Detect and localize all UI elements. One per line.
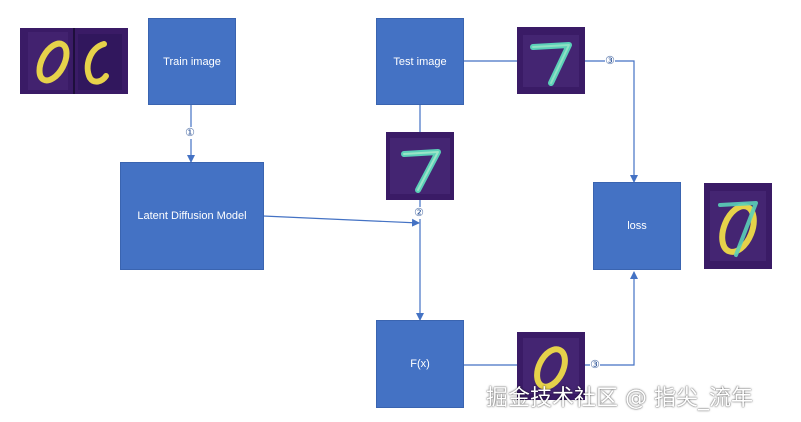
digit-0-overlaid-7-icon (704, 183, 772, 269)
fx-output-image (517, 332, 585, 400)
fx-box: F(x) (376, 320, 464, 408)
step-2-marker: ② (414, 207, 424, 219)
arrow-ldm-to-junction (262, 215, 420, 227)
digit-0-pair-icon (20, 28, 128, 94)
digit-7-icon (386, 132, 454, 200)
step-1-marker: ① (185, 127, 195, 139)
loss-label: loss (627, 220, 647, 232)
watermark: 掘金技术社区 @ 指尖_流年 (486, 386, 753, 411)
fx-label: F(x) (410, 358, 430, 370)
loss-box: loss (593, 182, 681, 270)
train-image-label: Train image (163, 55, 221, 68)
train-samples-image (20, 28, 128, 94)
digit-7-icon (517, 27, 585, 94)
test-image-label: Test image (393, 55, 447, 68)
step-3-bottom-marker: ③ (590, 359, 600, 371)
step-3-top-marker: ③ (605, 55, 615, 67)
digit-0-icon (517, 332, 585, 400)
mid-sample-image (386, 132, 454, 200)
loss-overlay-image (704, 183, 772, 269)
latent-diffusion-model-label: Latent Diffusion Model (137, 210, 247, 222)
latent-diffusion-model-box: Latent Diffusion Model (120, 162, 264, 270)
test-sample-image (517, 27, 585, 94)
test-image-box: Test image (376, 18, 464, 105)
train-image-box: Train image (148, 18, 236, 105)
